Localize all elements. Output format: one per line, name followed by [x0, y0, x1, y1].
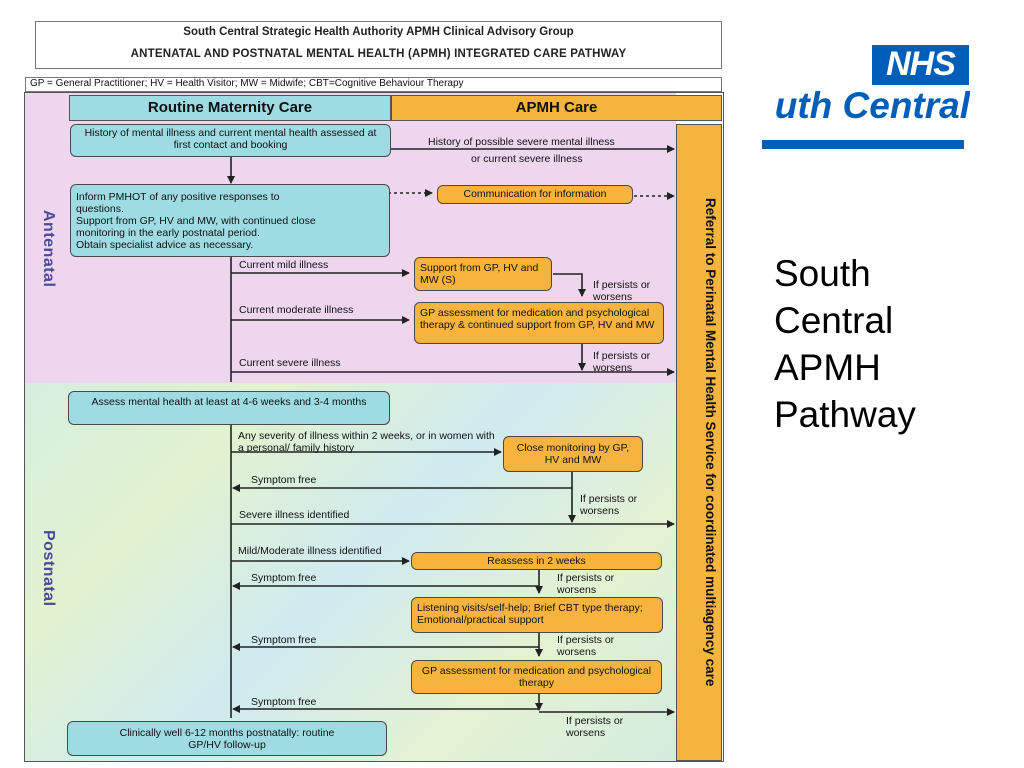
- abbreviations-legend: GP = General Practitioner; HV = Health V…: [25, 77, 722, 92]
- communication-box: Communication for information: [437, 185, 633, 204]
- mild-persists-arrow: [553, 273, 586, 297]
- moderate-gp-assessment-box: GP assessment for medication and psychol…: [414, 302, 664, 344]
- postnatal-label: Postnatal: [40, 530, 57, 607]
- inform-line-4: monitoring in the early postnatal period…: [76, 227, 260, 239]
- severe-current-label: Current severe illness: [239, 357, 341, 369]
- slide-title-line-1: South: [774, 253, 871, 294]
- assess-mental-health-box: Assess mental health at least at 4-6 wee…: [68, 391, 390, 425]
- nhs-logo-bar: [762, 140, 964, 149]
- nhs-logo: NHS: [872, 45, 969, 85]
- severe-identified-label: Severe illness identified: [239, 509, 350, 521]
- persists-label-2: If persists or worsens: [593, 350, 651, 374]
- mild-illness-label: Current mild illness: [239, 259, 329, 271]
- header-authority: South Central Strategic Health Authority…: [183, 26, 574, 38]
- diagram-header: South Central Strategic Health Authority…: [35, 21, 722, 69]
- inform-line-1: Inform PMHOT of any positive responses t…: [76, 191, 280, 203]
- inform-line-2: questions.: [76, 203, 124, 215]
- gp-assessment-box: GP assessment for medication and psychol…: [411, 660, 662, 694]
- apmh-care-column-header: APMH Care: [391, 95, 722, 121]
- slide-title-line-3: APMH: [774, 347, 881, 388]
- persists-label-1: If persists or worsens: [593, 279, 651, 303]
- mild-moderate-label: Mild/Moderate illness identified: [238, 545, 382, 557]
- persists-label-5: If persists or worsens: [557, 634, 615, 658]
- slide-title-line-4: Pathway: [774, 394, 916, 435]
- history-severe-label-2: or current severe illness: [471, 153, 583, 165]
- slide-title-line-2: Central: [774, 300, 894, 341]
- inform-pmhot-box: Inform PMHOT of any positive responses t…: [70, 184, 390, 257]
- reassess-box: Reassess in 2 weeks: [411, 552, 662, 570]
- perinatal-referral-text: Referral to Perinatal Mental Health Serv…: [703, 198, 718, 687]
- close-monitoring-box: Close monitoring by GP, HV and MW: [503, 436, 643, 472]
- symptom-free-label-4: Symptom free: [251, 696, 317, 708]
- symptom-free-label-3: Symptom free: [251, 634, 317, 646]
- any-severity-label: Any severity of illness within 2 weeks, …: [238, 430, 495, 454]
- history-severe-label-1: History of possible severe mental illnes…: [428, 136, 615, 148]
- routine-care-column-header: Routine Maternity Care: [69, 95, 391, 121]
- symptom-free-label-2: Symptom free: [251, 572, 317, 584]
- mild-support-box: Support from GP, HV and MW (S): [414, 257, 552, 291]
- inform-line-5: Obtain specialist advice as necessary.: [76, 239, 254, 251]
- nhs-region-name: uth Central: [774, 86, 970, 126]
- perinatal-referral-sidebar: Referral to Perinatal Mental Health Serv…: [676, 124, 722, 761]
- clinically-well-box: Clinically well 6-12 months postnatally:…: [67, 721, 387, 756]
- slide-title: South Central APMH Pathway: [774, 250, 994, 438]
- persists-label-3: If persists or worsens: [580, 493, 638, 517]
- header-pathway-title: ANTENATAL AND POSTNATAL MENTAL HEALTH (A…: [130, 48, 627, 60]
- symptom-free-label-1: Symptom free: [251, 474, 317, 486]
- history-assessment-box: History of mental illness and current me…: [70, 124, 391, 157]
- listening-visits-box: Listening visits/self-help; Brief CBT ty…: [411, 597, 663, 633]
- moderate-illness-label: Current moderate illness: [239, 304, 354, 316]
- antenatal-label: Antenatal: [40, 210, 57, 288]
- inform-line-3: Support from GP, HV and MW, with continu…: [76, 215, 316, 227]
- persists-label-6: If persists or worsens: [566, 715, 624, 739]
- persists-label-4: If persists or worsens: [557, 572, 615, 596]
- pathway-frame: [24, 92, 724, 762]
